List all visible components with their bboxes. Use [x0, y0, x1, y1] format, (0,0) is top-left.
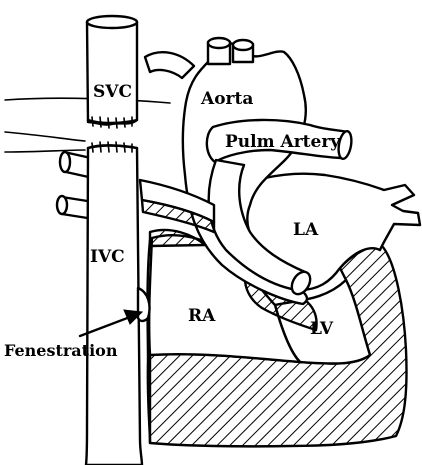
svc-vessel: [87, 22, 137, 125]
label-svc: SVC: [93, 82, 132, 102]
aortic-branch-3-end: [233, 40, 253, 50]
label-pulm-artery: Pulm Artery: [225, 132, 341, 152]
label-fenestration: Fenestration: [4, 341, 118, 360]
background-line-mid-1: [5, 132, 85, 141]
aortic-branch-1: [145, 52, 194, 78]
svc-top: [87, 16, 137, 28]
label-la: LA: [293, 220, 319, 240]
background-line-mid-2: [5, 150, 85, 152]
label-ra: RA: [188, 306, 216, 326]
aortic-branch-2-end: [208, 38, 230, 48]
right-pulmonary-vein-upper-end: [60, 152, 70, 172]
atrial-septum-strip: [150, 230, 205, 246]
right-pulmonary-vein-lower-end: [57, 196, 67, 214]
label-aorta: Aorta: [200, 89, 253, 109]
label-lv: LV: [310, 319, 334, 339]
ivc-conduit: [86, 146, 142, 465]
label-ivc: IVC: [90, 247, 125, 267]
